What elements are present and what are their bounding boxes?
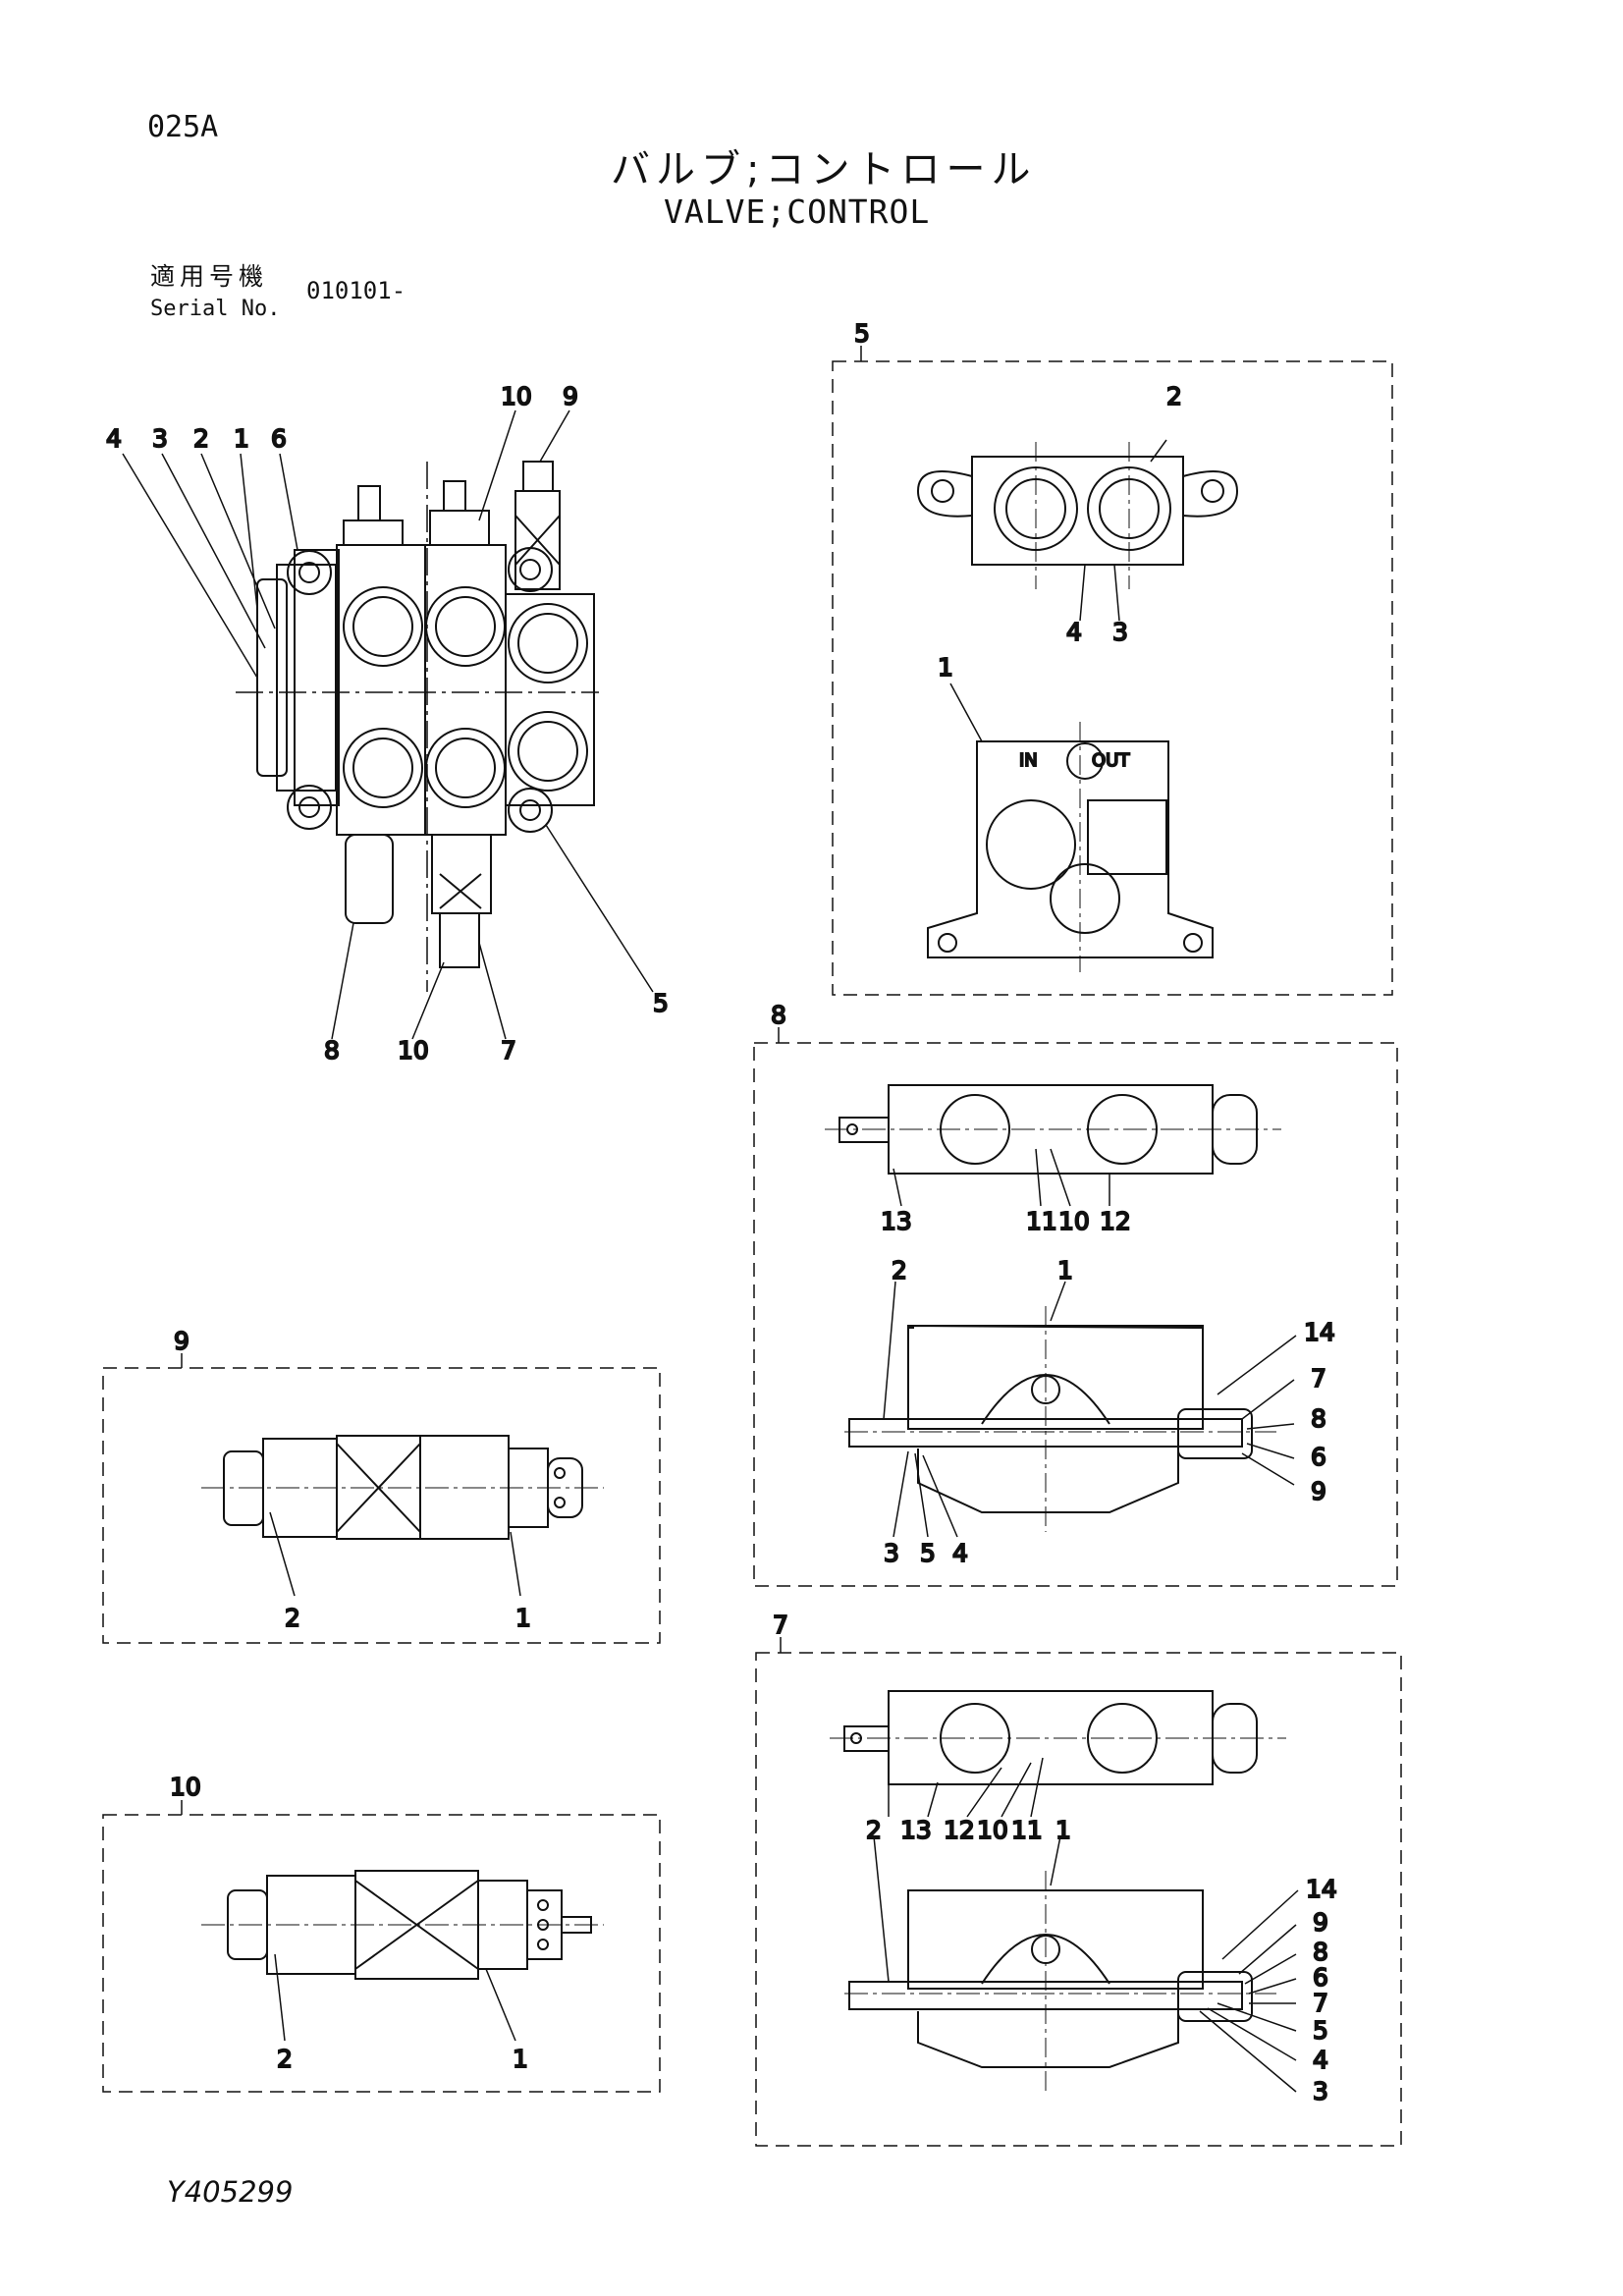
detail-10-callout-1: 1 <box>513 2045 528 2073</box>
detail-7-callout-8: 8 <box>1313 1938 1328 1966</box>
main-callout-10-bottom: 10 <box>398 1036 429 1065</box>
detail-8-callout-9: 9 <box>1311 1477 1326 1505</box>
main-callout-4: 4 <box>106 424 122 453</box>
detail-8-box <box>753 1027 1398 1587</box>
detail-7-callout-2: 2 <box>866 1816 882 1844</box>
detail-8-callout-8: 8 <box>1311 1404 1326 1433</box>
detail-7-label: 7 <box>773 1611 788 1639</box>
main-callout-1: 1 <box>234 424 249 453</box>
detail-9-box <box>102 1353 661 1644</box>
detail-5-callout-4: 4 <box>1066 618 1082 646</box>
detail-9-callout-1: 1 <box>515 1604 531 1632</box>
page-code: 025A <box>147 110 219 144</box>
detail-8-callout-12: 12 <box>1100 1207 1131 1235</box>
main-callout-10-top: 10 <box>501 382 532 410</box>
detail-5-port-in: IN <box>1019 750 1038 771</box>
detail-5-callout-1: 1 <box>938 653 953 682</box>
detail-7-callout-7: 7 <box>1313 1989 1328 2017</box>
detail-9-callout-2: 2 <box>285 1604 300 1632</box>
detail-5-port-out: OUT <box>1092 750 1130 771</box>
detail-9-label: 9 <box>174 1327 189 1355</box>
detail-8-callout-7: 7 <box>1311 1364 1326 1393</box>
serial-number-value: 010101- <box>306 277 406 304</box>
title-english: VALVE;CONTROL <box>664 192 931 231</box>
title-japanese: バルブ;コントロール <box>611 147 1037 192</box>
detail-7-box <box>755 1637 1402 2147</box>
main-valve-assembly <box>122 410 654 1040</box>
detail-8-callout-5: 5 <box>920 1539 936 1567</box>
detail-8-callout-1: 1 <box>1057 1256 1073 1285</box>
main-callout-3: 3 <box>152 424 168 453</box>
main-callout-6: 6 <box>271 424 287 453</box>
main-callout-5: 5 <box>653 989 669 1017</box>
detail-8-label: 8 <box>771 1001 786 1029</box>
serial-label-japanese: 適用号機 <box>150 262 269 291</box>
detail-8-callout-13: 13 <box>881 1207 912 1235</box>
detail-8-callout-4: 4 <box>952 1539 968 1567</box>
detail-5-label: 5 <box>854 319 870 348</box>
detail-7-callout-10: 10 <box>977 1816 1008 1844</box>
detail-7-callout-1: 1 <box>1055 1816 1071 1844</box>
drawing-number: Y405299 <box>167 2175 294 2209</box>
main-callout-7: 7 <box>501 1036 516 1065</box>
detail-10-box <box>102 1800 661 2093</box>
detail-7-callout-9: 9 <box>1313 1908 1328 1937</box>
serial-label-english: Serial No. <box>150 297 281 321</box>
detail-7-callout-4: 4 <box>1313 2046 1328 2074</box>
detail-7-callout-13: 13 <box>900 1816 932 1844</box>
detail-7-callout-14: 14 <box>1306 1875 1337 1903</box>
detail-7-callout-5: 5 <box>1313 2016 1328 2045</box>
main-callout-9: 9 <box>563 382 578 410</box>
detail-8-callout-2: 2 <box>892 1256 907 1285</box>
main-callout-2: 2 <box>193 424 209 453</box>
detail-7-callout-3: 3 <box>1313 2077 1328 2105</box>
detail-7-callout-12: 12 <box>944 1816 975 1844</box>
detail-8-callout-11: 11 <box>1026 1207 1057 1235</box>
main-callout-8: 8 <box>324 1036 340 1065</box>
detail-7-callout-11: 11 <box>1011 1816 1043 1844</box>
detail-8-callout-3: 3 <box>884 1539 899 1567</box>
detail-10-callout-2: 2 <box>277 2045 293 2073</box>
detail-8-callout-10: 10 <box>1058 1207 1090 1235</box>
detail-8-callout-6: 6 <box>1311 1443 1326 1471</box>
detail-8-callout-14: 14 <box>1304 1318 1335 1346</box>
detail-5-box <box>832 346 1393 996</box>
detail-10-label: 10 <box>170 1773 201 1801</box>
detail-5-callout-3: 3 <box>1112 618 1128 646</box>
detail-7-callout-6: 6 <box>1313 1963 1328 1992</box>
detail-5-callout-2: 2 <box>1166 382 1182 410</box>
